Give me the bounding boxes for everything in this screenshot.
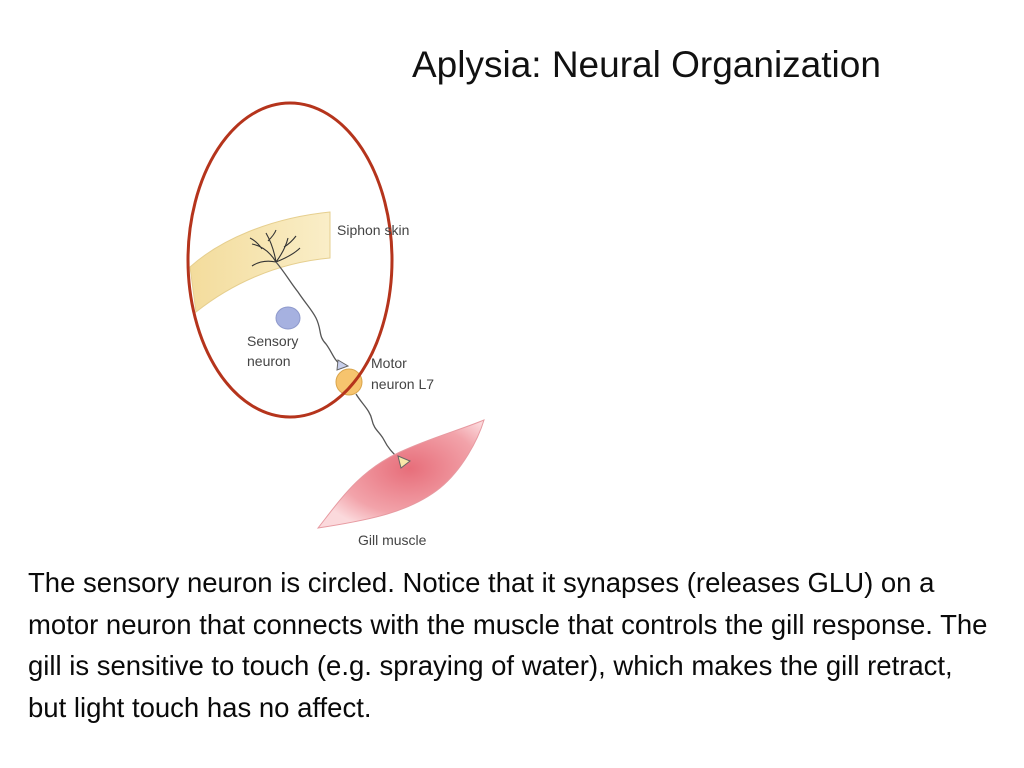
sensory-synapse-terminal: [336, 359, 350, 371]
sensory-axon: [275, 261, 341, 365]
motor-axon: [355, 393, 399, 459]
gill-muscle: [316, 419, 485, 529]
neural-circuit-diagram: Siphon skin Sensory neuron Motor neuron …: [186, 101, 485, 548]
sensory-neuron-label-line1: Sensory: [247, 333, 298, 349]
motor-neuron-label-line2: neuron L7: [371, 376, 434, 392]
sensory-neuron-highlight-circle: [186, 101, 394, 419]
sensory-neuron-body: [275, 306, 301, 330]
motor-neuron-l7-body: [335, 368, 363, 396]
siphon-skin-label: Siphon skin: [337, 222, 409, 238]
sensory-neuron-label-line2: neuron: [247, 353, 291, 369]
motor-neuron-label-line1: Motor: [371, 355, 407, 371]
sensory-nerve-endings: [249, 229, 301, 267]
slide-title: Aplysia: Neural Organization: [412, 44, 881, 85]
neural-circuit-svg: Siphon skin Sensory neuron Motor neuron …: [186, 101, 485, 548]
gill-muscle-label: Gill muscle: [358, 532, 427, 548]
caption-paragraph: The sensory neuron is circled. Notice th…: [28, 567, 988, 723]
neuromuscular-terminal: [397, 455, 411, 469]
